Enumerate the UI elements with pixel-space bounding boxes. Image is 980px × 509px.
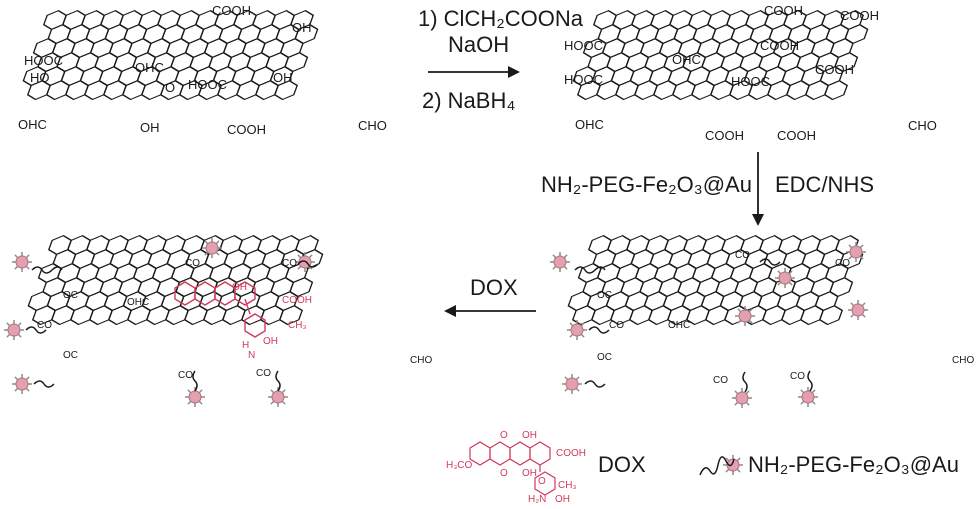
final-label-ohc-mid: OHC <box>127 297 150 308</box>
legend-dox-label: DOX <box>598 452 646 477</box>
nanoparticle <box>185 387 205 407</box>
legend-dox-o2: O <box>500 468 508 479</box>
step1-reagent-line1: 1) ClCH₂COONa <box>418 6 583 31</box>
nanoparticle <box>848 300 868 320</box>
final-dox-oh1: OH <box>232 282 247 293</box>
step1-reagent-line2: NaOH <box>448 32 510 57</box>
npgo-label-co-bottom1: CO <box>713 375 728 386</box>
final-dox-oh2: OH <box>263 336 278 347</box>
nanoparticle <box>846 242 866 262</box>
npgo-label-cho-right: CHO <box>952 355 975 366</box>
cgo-label-cooh-bottom1: COOH <box>705 128 744 143</box>
npgo-label-ohc-mid: OHC <box>668 320 691 331</box>
go-label-cho-right: CHO <box>358 118 387 133</box>
go-label-hooc-left: HOOC <box>24 53 63 68</box>
cgo-label-cooh-top1: COOH <box>764 3 803 18</box>
step2-reagent-left: NH₂-PEG-Fe₂O₃@Au <box>541 172 752 197</box>
step2-reagent-right: EDC/NHS <box>775 172 875 197</box>
legend-dox-h3co: H₃CO <box>446 460 473 471</box>
dox-legend-structure <box>469 441 556 496</box>
npgo-label-co-bottom2: CO <box>790 371 805 382</box>
legend-dox-h2n: H₂N <box>528 494 547 505</box>
legend-dox-oh1: OH <box>522 430 537 441</box>
hexagon-ring <box>822 80 850 101</box>
legend-dox-cooh: COOH <box>556 448 586 459</box>
nanoparticle <box>202 238 222 258</box>
nanoparticle <box>12 374 32 394</box>
final-label-cho-right: CHO <box>410 355 433 366</box>
nanoparticle <box>798 387 818 407</box>
cgo-label-cooh-mid: COOH <box>760 38 799 53</box>
npgo-label-oc-left2: OC <box>597 352 612 363</box>
cgo-label-cooh-top2: COOH <box>840 8 879 23</box>
nanoparticle <box>550 252 570 272</box>
go-label-oh-top: OH <box>292 20 312 35</box>
carboxylated-go-sheet <box>570 9 871 101</box>
final-label-oc-left1: OC <box>63 290 78 301</box>
legend-dox-ch3: CH₃ <box>558 480 577 491</box>
step3-reagent: DOX <box>470 275 518 300</box>
go-label-ho-left: HO <box>30 70 50 85</box>
cgo-label-ohc-mid: OHC <box>672 52 701 67</box>
cgo-label-cooh-bottom2: COOH <box>777 128 816 143</box>
dox-loaded-go-sheet <box>25 234 326 326</box>
go-label-ohc-mid: OHC <box>135 60 164 75</box>
final-label-co-top2: CO <box>282 258 297 269</box>
arrow-down <box>752 152 764 226</box>
hexagon-ring <box>817 305 845 326</box>
go-label-cooh-bottom: COOH <box>227 122 266 137</box>
npgo-label-co-left: CO <box>609 320 624 331</box>
nanoparticle <box>12 252 32 272</box>
nanoparticle-grafted-go-sheet <box>565 234 866 326</box>
cgo-label-cho-right: CHO <box>908 118 937 133</box>
final-label-co-top: CO <box>185 258 200 269</box>
legend-dox-oh3: OH <box>555 494 570 505</box>
final-label-oc-left2: OC <box>63 350 78 361</box>
nanoparticle <box>732 388 752 408</box>
final-dox-n: N <box>248 350 256 361</box>
cgo-label-cooh-mid2: COOH <box>815 62 854 77</box>
final-label-co-bottom2: CO <box>256 368 271 379</box>
peg-linkers <box>25 258 813 476</box>
final-dox-cooh: COOH <box>282 295 312 306</box>
nanoparticle <box>268 387 288 407</box>
final-label-co-left: CO <box>37 320 52 331</box>
dox-molecule-on-sheet <box>174 281 266 338</box>
go-label-o-mid: O <box>165 80 176 95</box>
go-label-cooh-top: COOH <box>212 3 251 18</box>
legend-nanoparticle-icon <box>723 455 743 475</box>
npgo-label-co-top: CO <box>735 250 750 261</box>
cgo-label-hooc-left2: HOOC <box>564 72 603 87</box>
go-label-oh-bottom: OH <box>140 120 160 135</box>
legend-nanoparticle-label: NH₂-PEG-Fe₂O₃@Au <box>748 452 959 477</box>
go-label-ohc-left: OHC <box>18 117 47 132</box>
arrow-left <box>444 305 536 317</box>
step1-reagent-line3: 2) NaBH₄ <box>422 88 516 113</box>
nanoparticle <box>567 320 587 340</box>
arrow-right <box>428 66 520 78</box>
nanoparticle <box>562 374 582 394</box>
nanoparticle <box>4 320 24 340</box>
npgo-label-oc-left1: OC <box>597 290 612 301</box>
go-label-hooc-mid: HOOC <box>188 77 227 92</box>
nanoparticle <box>775 268 795 288</box>
nanoparticles-right <box>550 242 868 408</box>
final-label-co-bottom1: CO <box>178 370 193 381</box>
nanoparticle <box>735 306 755 326</box>
legend-dox-oh2: OH <box>522 468 537 479</box>
legend-dox-o3: O <box>538 476 546 487</box>
cgo-label-hooc-mid: HOOC <box>731 74 770 89</box>
nanoparticle <box>723 455 743 475</box>
nanoparticles-left <box>4 238 315 407</box>
final-dox-h: H <box>242 340 250 351</box>
final-dox-ch3: CH₃ <box>288 320 307 331</box>
cgo-label-hooc-left1: HOOC <box>564 38 603 53</box>
npgo-label-co-top2: CO <box>835 258 850 269</box>
cgo-label-ohc-left: OHC <box>575 117 604 132</box>
go-label-oh-mid: OH <box>273 70 293 85</box>
legend-dox-o1: O <box>500 430 508 441</box>
